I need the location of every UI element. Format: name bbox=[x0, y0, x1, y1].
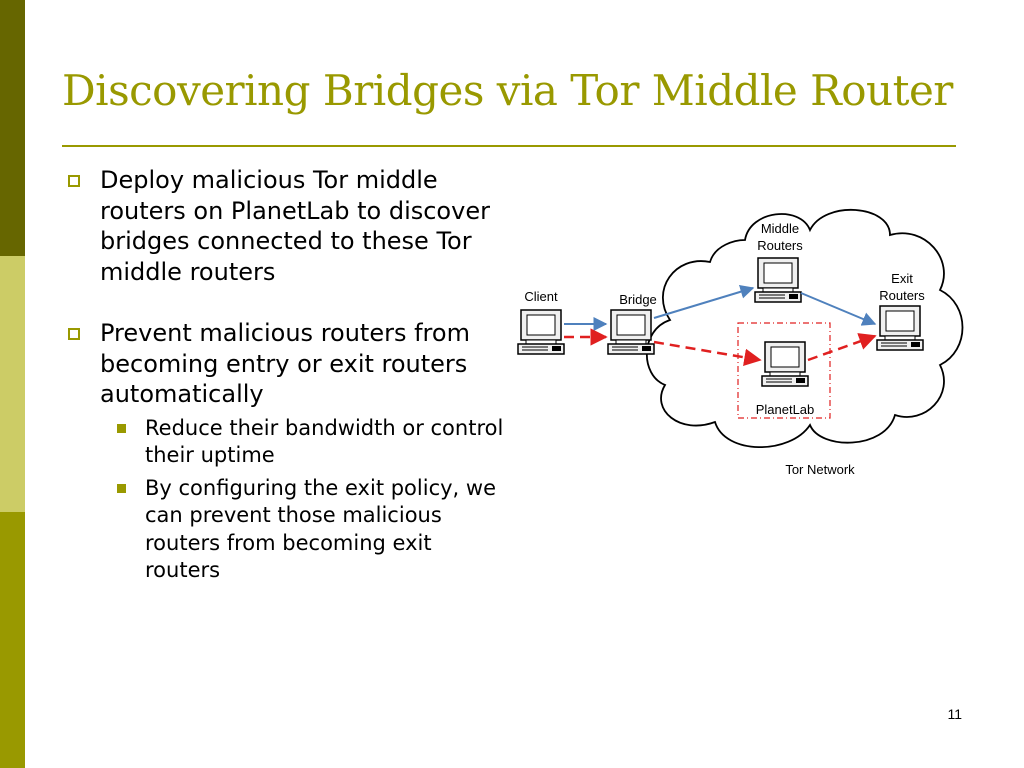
client-label: Client bbox=[524, 289, 558, 304]
planetlab-computer-icon bbox=[761, 341, 809, 387]
middle-to-exit-arrow bbox=[800, 292, 877, 326]
middle-router-computer-icon bbox=[754, 257, 802, 303]
sub-bullet-list: Reduce their bandwidth or control their … bbox=[100, 415, 508, 585]
planetlab-label: PlanetLab bbox=[755, 402, 815, 417]
bridge-to-middle-arrow bbox=[653, 284, 755, 319]
client-computer-icon bbox=[517, 309, 565, 355]
side-bar-bottom bbox=[0, 512, 25, 768]
slide-title: Discovering Bridges via Tor Middle Route… bbox=[62, 66, 953, 115]
bridge-to-planetlab-malicious-arrow bbox=[653, 340, 762, 366]
hollow-square-bullet-icon bbox=[68, 328, 80, 340]
bridge-label: Bridge bbox=[619, 292, 657, 307]
bullet-text: Deploy malicious Tor middle routers on P… bbox=[100, 166, 490, 286]
side-bar-middle bbox=[0, 256, 25, 512]
bullet-text: Prevent malicious routers from becoming … bbox=[100, 319, 470, 408]
title-divider bbox=[62, 145, 956, 147]
planetlab-to-exit-malicious-arrow bbox=[807, 333, 877, 362]
bullet-item: Prevent malicious routers from becoming … bbox=[68, 318, 508, 585]
bullet-list: Deploy malicious Tor middle routers on P… bbox=[68, 165, 508, 585]
page-number: 11 bbox=[947, 706, 962, 722]
sub-bullet-item: By configuring the exit policy, we can p… bbox=[100, 475, 508, 585]
tor-network-cloud bbox=[645, 209, 964, 449]
side-bar-top bbox=[0, 0, 25, 256]
exit-router-computer-icon bbox=[876, 305, 924, 351]
sub-bullet-text: By configuring the exit policy, we can p… bbox=[145, 475, 496, 583]
hollow-square-bullet-icon bbox=[68, 175, 80, 187]
sub-bullet-text: Reduce their bandwidth or control their … bbox=[145, 415, 504, 468]
sub-bullet-item: Reduce their bandwidth or control their … bbox=[100, 415, 508, 470]
middle-routers-label: Middle Routers bbox=[757, 221, 803, 253]
diagram-canvas bbox=[517, 209, 964, 449]
bullet-item: Deploy malicious Tor middle routers on P… bbox=[68, 165, 508, 287]
bridge-computer-icon bbox=[607, 309, 655, 355]
filled-square-bullet-icon bbox=[117, 423, 126, 433]
planetlab-box bbox=[737, 322, 831, 419]
filled-square-bullet-icon bbox=[117, 483, 126, 493]
tor-network-label: Tor Network bbox=[785, 462, 855, 477]
exit-routers-label: Exit Routers bbox=[879, 271, 925, 303]
tor-network-diagram: Client Bridge Middle Routers Exit Router… bbox=[500, 200, 970, 490]
